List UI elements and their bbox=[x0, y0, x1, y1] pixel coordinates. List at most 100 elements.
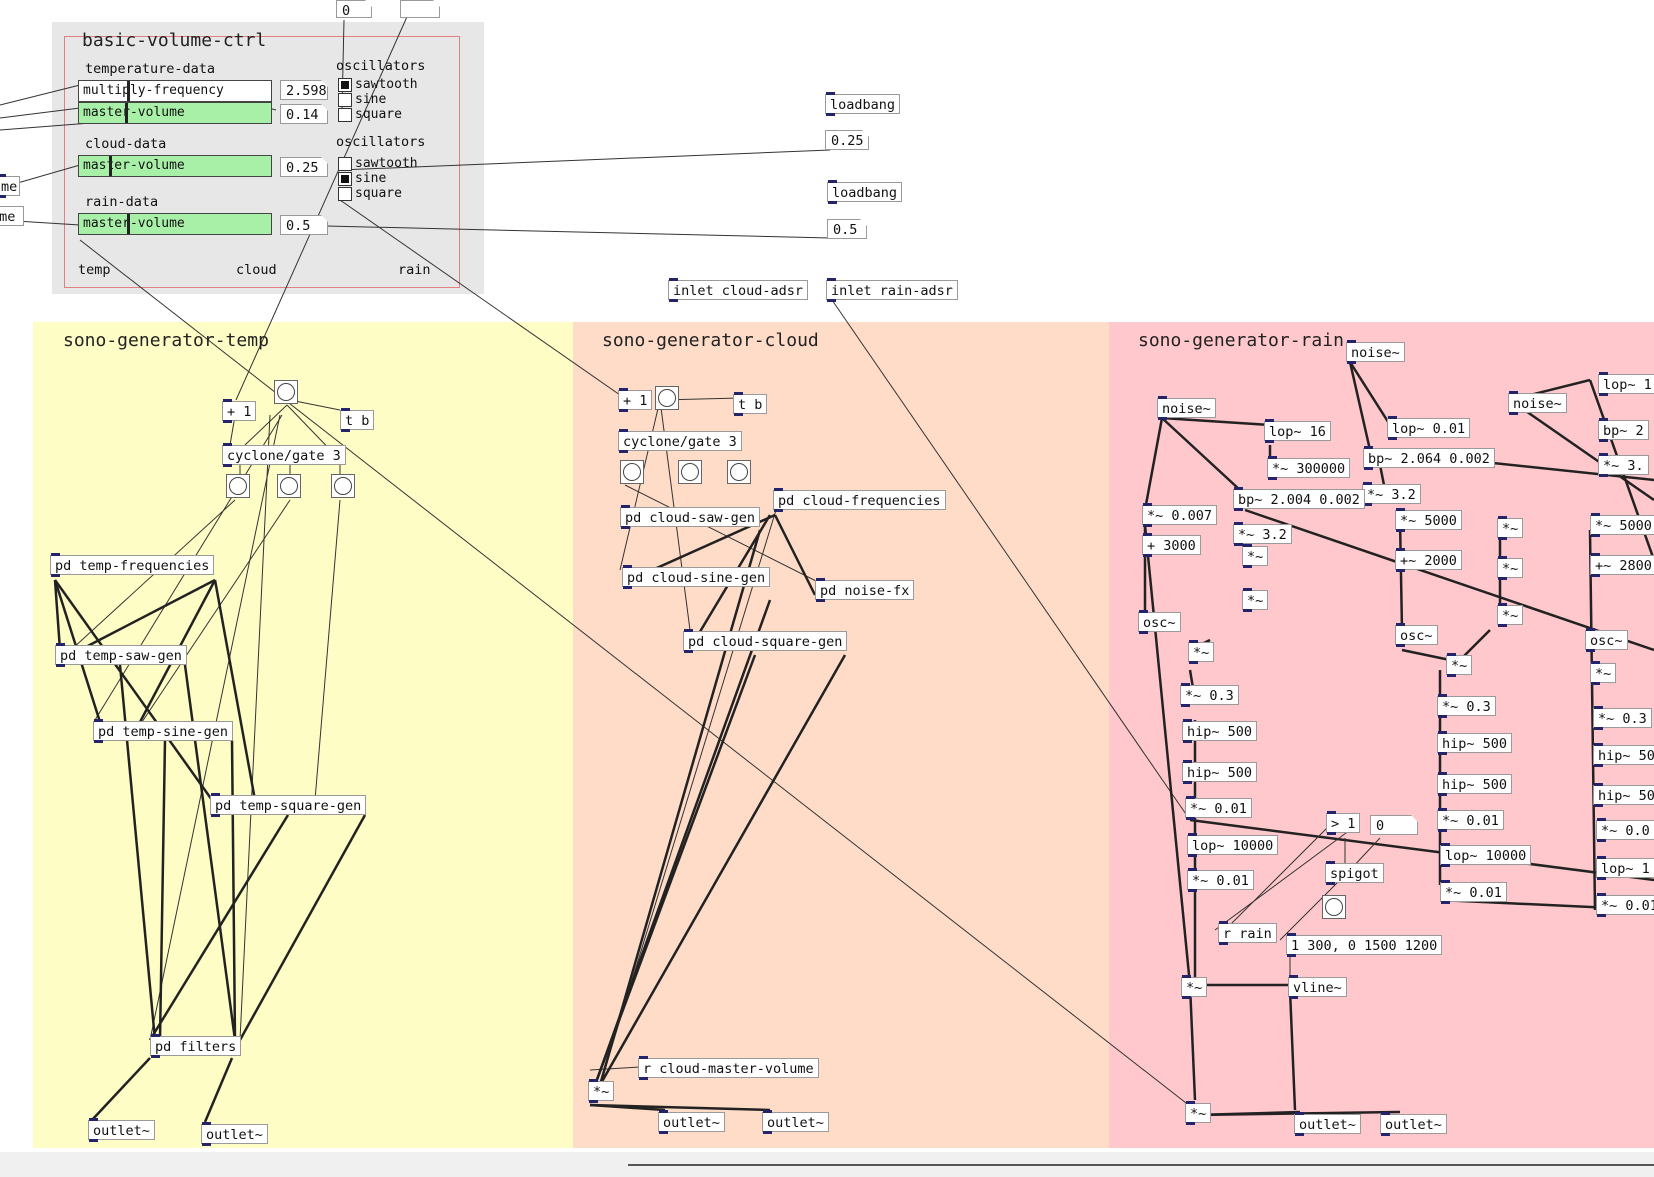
cloud-master-volume-value[interactable]: 0.25 bbox=[280, 157, 328, 177]
top-number-a[interactable]: 0 bbox=[336, 0, 372, 18]
rain-mul-2[interactable]: *~ bbox=[1446, 653, 1473, 677]
rain-right-noise[interactable]: noise~ bbox=[1508, 391, 1567, 415]
rain-small-obj-5[interactable]: *~ bbox=[1497, 603, 1524, 627]
rain-outlet-1[interactable]: outlet~ bbox=[1294, 1112, 1361, 1136]
rain-right-plus-2800[interactable]: +~ 2800 bbox=[1590, 553, 1654, 577]
inlet-cloud-adsr[interactable]: inlet cloud-adsr bbox=[668, 278, 809, 302]
slider-knob[interactable] bbox=[127, 214, 130, 234]
temp-outlet-1[interactable]: outlet~ bbox=[88, 1118, 155, 1142]
temp-gate[interactable]: cyclone/gate 3 bbox=[222, 443, 346, 467]
cloud-square-gen[interactable]: pd cloud-square-gen bbox=[683, 629, 848, 653]
temp-bang-1[interactable] bbox=[226, 474, 250, 498]
temp-sine-gen[interactable]: pd temp-sine-gen bbox=[93, 719, 234, 743]
rain-lop-10000-2[interactable]: lop~ 10000 bbox=[1440, 843, 1532, 867]
rain-spigot[interactable]: spigot bbox=[1325, 861, 1384, 885]
rain-right-lop[interactable]: lop~ 1 bbox=[1596, 856, 1654, 880]
cloud-gate[interactable]: cyclone/gate 3 bbox=[618, 429, 742, 453]
left-edge-object-1[interactable]: me bbox=[0, 174, 20, 198]
rain-noise-1[interactable]: noise~ bbox=[1157, 396, 1216, 420]
rain-hip-500-2[interactable]: hip~ 500 bbox=[1182, 760, 1258, 784]
left-edge-object-2[interactable]: ume bbox=[0, 206, 24, 226]
temp-plus-one[interactable]: + 1 bbox=[222, 399, 257, 423]
rain-right-lop-1[interactable]: lop~ 1 bbox=[1598, 372, 1654, 396]
temp-outlet-2[interactable]: outlet~ bbox=[201, 1122, 268, 1146]
rain-right-mul-3[interactable]: *~ 3. bbox=[1598, 453, 1649, 477]
loadbang-1[interactable]: loadbang bbox=[825, 92, 901, 116]
rain-mul-001-4[interactable]: *~ 0.01 bbox=[1440, 880, 1507, 904]
cloud-plus-one[interactable]: + 1 bbox=[618, 388, 653, 412]
temp-bang-2[interactable] bbox=[277, 474, 301, 498]
temp-bang-3[interactable] bbox=[331, 474, 355, 498]
rain-vline[interactable]: vline~ bbox=[1288, 975, 1347, 999]
cloud-toggle-bang[interactable] bbox=[655, 386, 679, 410]
rain-mul-300000[interactable]: *~ 300000 bbox=[1267, 456, 1351, 480]
rain-right-hip-2[interactable]: hip~ 50 bbox=[1593, 783, 1654, 807]
temp-frequencies[interactable]: pd temp-frequencies bbox=[50, 553, 215, 577]
cloud-frequencies[interactable]: pd cloud-frequencies bbox=[773, 488, 946, 512]
rain-mul-03-1[interactable]: *~ 0.3 bbox=[1180, 683, 1239, 707]
temp-square-gen[interactable]: pd temp-square-gen bbox=[210, 793, 367, 817]
cloud-bang-2[interactable] bbox=[678, 460, 702, 484]
cloud-outlet-1[interactable]: outlet~ bbox=[658, 1110, 725, 1134]
rain-bp-a[interactable]: bp~ 2.064 0.002 bbox=[1363, 446, 1495, 470]
cloud-master-volume-receive[interactable]: r cloud-master-volume bbox=[638, 1056, 819, 1080]
multiply-frequency-value[interactable]: 2.598 bbox=[280, 80, 328, 100]
temp-trigger-bang[interactable]: t b bbox=[340, 408, 375, 432]
rain-right-mul-03[interactable]: *~ 0.3 bbox=[1593, 706, 1652, 730]
radio-option[interactable] bbox=[338, 93, 352, 107]
cloud-saw-gen[interactable]: pd cloud-saw-gen bbox=[620, 505, 761, 529]
radio-option[interactable] bbox=[338, 78, 352, 92]
rain-plus-3000[interactable]: + 3000 bbox=[1142, 533, 1201, 557]
rain-right-mul-5000[interactable]: *~ 5000 bbox=[1590, 513, 1654, 537]
rain-right-mul-001[interactable]: *~ 0.01 bbox=[1596, 893, 1654, 917]
cloud-master-volume-slider[interactable]: master-volume bbox=[78, 155, 272, 177]
rain-mul-001-1[interactable]: *~ 0.01 bbox=[1185, 796, 1252, 820]
rain-bp-b[interactable]: bp~ 2.004 0.002 bbox=[1233, 487, 1365, 511]
rain-plus-2000[interactable]: +~ 2000 bbox=[1395, 548, 1462, 572]
temp-toggle-bang[interactable] bbox=[274, 380, 298, 404]
rain-small-obj-3[interactable]: *~ bbox=[1497, 516, 1524, 540]
rain-right-mul-0[interactable]: *~ 0.0 bbox=[1596, 818, 1654, 842]
rain-receive-rain[interactable]: r rain bbox=[1218, 921, 1277, 945]
cloud-osc-radio[interactable]: sawtooth sine square bbox=[338, 157, 458, 203]
rain-outlet-2[interactable]: outlet~ bbox=[1380, 1112, 1447, 1136]
rain-mul-001-2[interactable]: *~ 0.01 bbox=[1187, 868, 1254, 892]
rain-mul-03-2[interactable]: *~ 0.3 bbox=[1437, 694, 1496, 718]
cloud-outlet-2[interactable]: outlet~ bbox=[762, 1110, 829, 1134]
rain-lop-001[interactable]: lop~ 0.01 bbox=[1387, 416, 1471, 440]
scrollbar-thumb[interactable] bbox=[628, 1164, 1654, 1166]
rain-mul-5000[interactable]: *~ 5000 bbox=[1395, 508, 1462, 532]
rain-lop-16[interactable]: lop~ 16 bbox=[1264, 419, 1331, 443]
rain-noise-2[interactable]: noise~ bbox=[1346, 340, 1405, 364]
rain-bang[interactable] bbox=[1322, 895, 1346, 919]
cloud-noise-fx[interactable]: pd noise-fx bbox=[815, 578, 915, 602]
cloud-bang-3[interactable] bbox=[727, 460, 751, 484]
loadbang-2[interactable]: loadbang bbox=[827, 180, 903, 204]
temp-osc-radio[interactable]: sawtooth sine square bbox=[338, 78, 458, 124]
rain-right-mul[interactable]: *~ bbox=[1590, 661, 1617, 685]
rain-mul-001-3[interactable]: *~ 0.01 bbox=[1437, 808, 1504, 832]
cloud-sine-gen[interactable]: pd cloud-sine-gen bbox=[622, 565, 771, 589]
rain-message-envelope[interactable]: 1 300, 0 1500 1200 bbox=[1286, 933, 1443, 957]
multiply-frequency-slider[interactable]: multiply-frequency bbox=[78, 80, 272, 102]
loadbang-1-value[interactable]: 0.25 bbox=[825, 130, 869, 150]
rain-small-obj-2[interactable]: *~ bbox=[1242, 588, 1269, 612]
loadbang-2-value[interactable]: 0.5 bbox=[827, 219, 867, 239]
rain-greater-than[interactable]: > 1 bbox=[1326, 811, 1361, 835]
temp-filters[interactable]: pd filters bbox=[150, 1034, 242, 1058]
temp-saw-gen[interactable]: pd temp-saw-gen bbox=[55, 643, 187, 667]
rain-hip-500-1[interactable]: hip~ 500 bbox=[1182, 719, 1258, 743]
slider-knob[interactable] bbox=[109, 156, 112, 176]
cloud-bang-1[interactable] bbox=[620, 460, 644, 484]
rain-mul-32b[interactable]: *~ 3.2 bbox=[1233, 522, 1292, 546]
rain-hip-500-3[interactable]: hip~ 500 bbox=[1437, 731, 1513, 755]
radio-option[interactable] bbox=[338, 172, 352, 186]
rain-right-hip-1[interactable]: hip~ 50 bbox=[1593, 743, 1654, 767]
rain-small-obj-4[interactable]: *~ bbox=[1497, 556, 1524, 580]
rain-mul-4[interactable]: *~ bbox=[1185, 1101, 1212, 1125]
slider-knob[interactable] bbox=[127, 81, 130, 101]
rain-mul-32[interactable]: *~ 3.2 bbox=[1362, 482, 1421, 506]
rain-small-obj-1[interactable]: *~ bbox=[1242, 544, 1269, 568]
cloud-multiply[interactable]: *~ bbox=[588, 1079, 615, 1103]
temp-master-volume-slider[interactable]: master-volume bbox=[78, 102, 272, 124]
